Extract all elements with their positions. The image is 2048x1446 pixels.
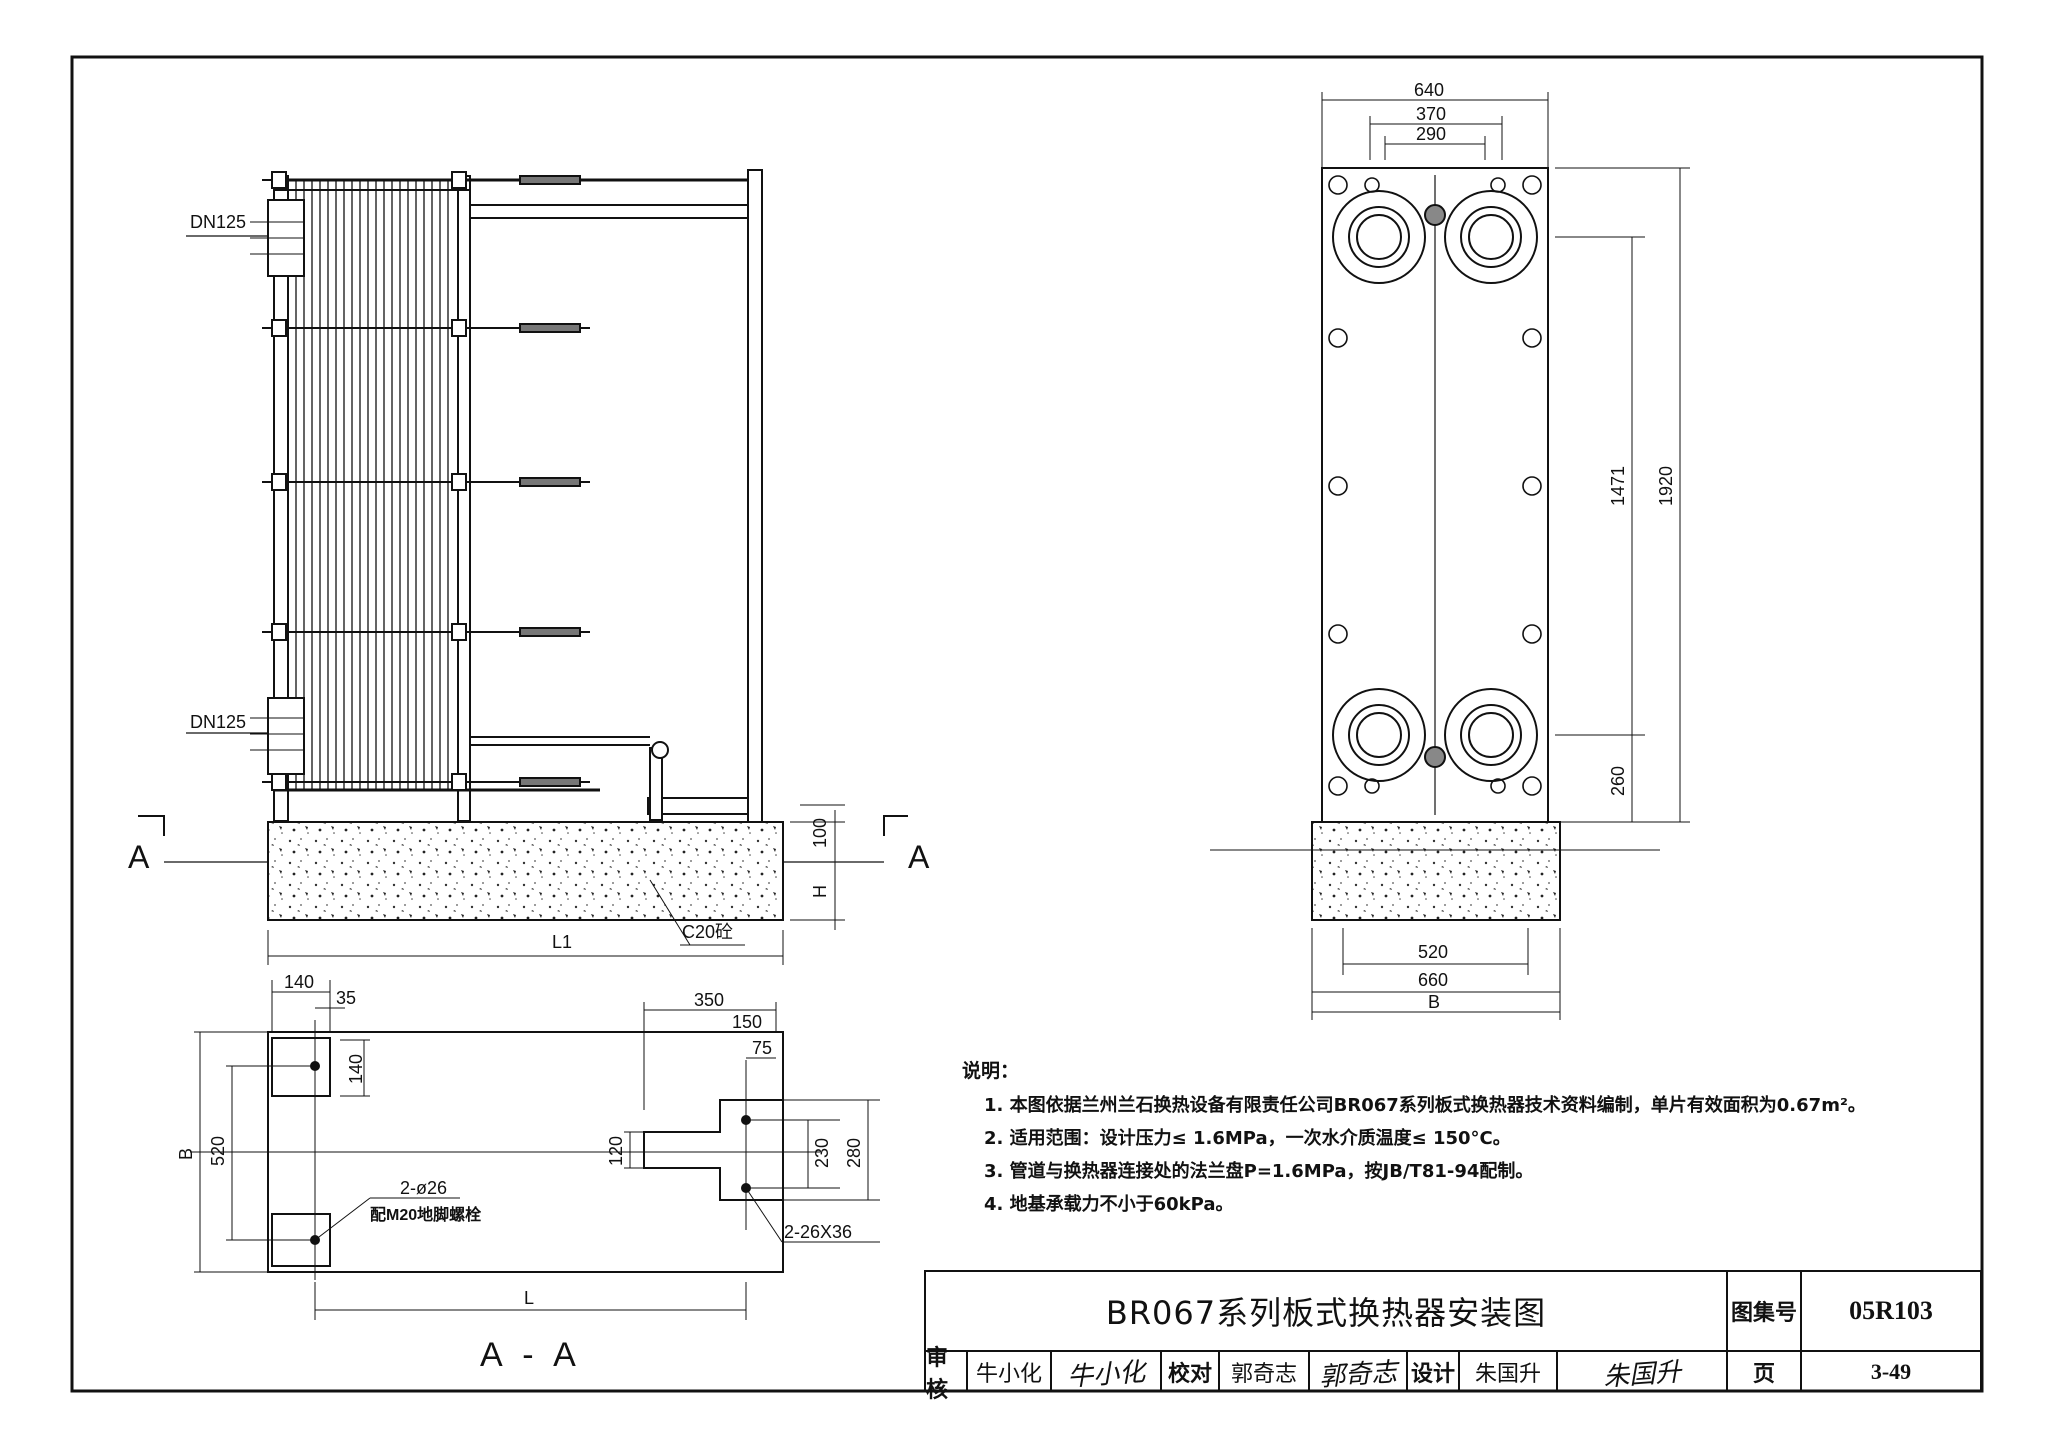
note-item: 2. 适用范围：设计压力≤ 1.6MPa，一次水介质温度≤ 150°C。 <box>984 1128 1511 1149</box>
front-dim-520: 520 <box>1418 942 1448 962</box>
side-view <box>138 169 908 965</box>
notes-title: 说明： <box>962 1060 1020 1082</box>
front-dim-370: 370 <box>1416 104 1446 124</box>
front-dim-1920: 1920 <box>1656 466 1676 506</box>
note-item: 3. 管道与换热器连接处的法兰盘P=1.6MPa，按JB/T81-94配制。 <box>984 1161 1534 1182</box>
anchor-pocket-top <box>271 1037 331 1097</box>
plan-dim-150: 150 <box>732 1012 762 1032</box>
section-mark-right: A <box>908 839 930 875</box>
nozzle-bottom <box>267 697 305 775</box>
section-mark-left: A <box>128 839 150 875</box>
plan-dim-230: 230 <box>812 1138 832 1168</box>
reviewer-signature: 牛小化 <box>1052 1352 1162 1392</box>
plan-dim-b: B <box>176 1148 196 1160</box>
front-view <box>1210 92 1690 1020</box>
check-label: 校对 <box>1162 1352 1220 1392</box>
plan-dim-l: L <box>524 1288 534 1308</box>
plan-dim-140-top: 140 <box>284 972 314 992</box>
signature-row: 审核 牛小化 牛小化 校对 郭奇志 郭奇志 设计 朱国升 朱国升 页 3-49 <box>926 1346 1980 1403</box>
dim-100: 100 <box>810 818 830 848</box>
plan-view <box>190 980 880 1320</box>
side-pipe-top-label: DN125 <box>190 212 246 232</box>
plate-pack <box>295 180 449 790</box>
dim-l1: L1 <box>552 932 572 952</box>
dim-h: H <box>810 885 830 898</box>
plan-hole-label: 2-ø26 <box>400 1178 447 1198</box>
front-dim-1471: 1471 <box>1608 466 1628 506</box>
plan-dim-75: 75 <box>752 1038 772 1058</box>
title-block: BR067系列板式换热器安装图 图集号 05R103 审核 牛小化 牛小化 校对… <box>924 1270 1982 1403</box>
concrete-label: C20砼 <box>682 922 733 942</box>
side-pipe-bottom-label: DN125 <box>190 712 246 732</box>
designer-name: 朱国升 <box>1460 1352 1558 1392</box>
concrete-base <box>267 821 784 921</box>
pressure-plate <box>457 175 471 822</box>
reviewer-name: 牛小化 <box>968 1352 1052 1392</box>
notes: 说明： 1. 本图依据兰州兰石换热设备有限责任公司BR067系列板式换热器技术资… <box>962 1056 2022 1221</box>
frame-bolts <box>1328 175 1542 796</box>
atlas-number: 05R103 <box>1802 1272 1980 1352</box>
front-concrete-base <box>1311 821 1561 921</box>
tie-bolts <box>262 171 590 791</box>
plan-bolt-label: 配M20地脚螺栓 <box>370 1205 482 1224</box>
section-title: A - A <box>480 1336 582 1374</box>
port-bottom-left <box>1332 688 1426 782</box>
port-top-left <box>1332 190 1426 284</box>
designer-signature: 朱国升 <box>1558 1352 1728 1392</box>
plan-dim-35: 35 <box>336 988 356 1008</box>
plan-dim-520: 520 <box>208 1136 228 1166</box>
note-item: 1. 本图依据兰州兰石换热设备有限责任公司BR067系列板式换热器技术资料编制，… <box>984 1095 1866 1116</box>
support-column <box>747 169 763 823</box>
front-dim-640: 640 <box>1414 80 1444 100</box>
front-dim-b: B <box>1428 992 1440 1012</box>
atlas-label: 图集号 <box>1728 1272 1802 1352</box>
plan-slot-label: 2-26X36 <box>784 1222 852 1242</box>
page-label: 页 <box>1728 1352 1802 1392</box>
note-item: 4. 地基承载力不小于60kPa。 <box>984 1194 1234 1215</box>
t-pocket <box>643 1099 784 1201</box>
front-dim-290: 290 <box>1416 124 1446 144</box>
page-number: 3-49 <box>1870 1359 1912 1384</box>
plan-dim-120: 120 <box>606 1136 626 1166</box>
front-dim-660: 660 <box>1418 970 1448 990</box>
checker-name: 郭奇志 <box>1220 1352 1310 1392</box>
port-bottom-right <box>1444 688 1538 782</box>
checker-signature: 郭奇志 <box>1310 1352 1408 1392</box>
plan-dim-280: 280 <box>844 1138 864 1168</box>
design-label: 设计 <box>1408 1352 1460 1392</box>
drawing-title: BR067系列板式换热器安装图 <box>926 1272 1728 1352</box>
review-label: 审核 <box>926 1346 968 1403</box>
port-top-right <box>1444 190 1538 284</box>
plan-dim-350: 350 <box>694 990 724 1010</box>
front-dim-260: 260 <box>1608 766 1628 796</box>
plan-dim-140-side: 140 <box>346 1054 366 1084</box>
